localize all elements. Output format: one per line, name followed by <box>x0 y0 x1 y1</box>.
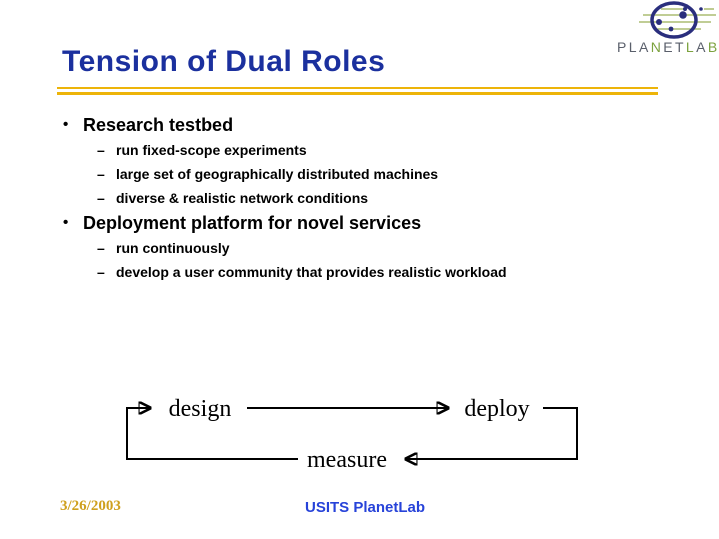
sub-bullet-text: develop a user community that provides r… <box>116 264 507 280</box>
slide-body: • Research testbed – run fixed-scope exp… <box>57 112 672 284</box>
wordmark-letter: A <box>638 39 651 55</box>
wordmark-letter: L <box>685 39 697 55</box>
dash-glyph: – <box>97 142 105 158</box>
dash-glyph: – <box>97 264 105 280</box>
logo-ellipse <box>650 1 698 39</box>
sub-bullet-item: – run fixed-scope experiments <box>57 138 672 162</box>
wordmark-letter: L <box>628 39 639 55</box>
logo-node-dots <box>656 7 703 32</box>
bullet-text: Deployment platform for novel services <box>83 213 422 233</box>
page-title: Tension of Dual Roles <box>62 45 386 78</box>
sub-bullet-item: – run continuously <box>57 236 672 260</box>
planetlab-globe-icon <box>639 1 716 39</box>
wordmark-letter: N <box>650 39 664 55</box>
bullet-text: Research testbed <box>83 115 234 135</box>
wordmark-letter: E <box>663 39 675 55</box>
arrow-measure-to-design <box>126 408 298 460</box>
planetlab-logo: PLANETLAB <box>615 1 719 55</box>
dash-glyph: – <box>97 166 105 182</box>
dash-glyph: – <box>97 190 105 206</box>
sub-bullet-item: – large set of geographically distribute… <box>57 162 672 186</box>
sub-bullet-text: diverse & realistic network conditions <box>116 190 369 206</box>
sub-bullet-text: run continuously <box>116 240 230 256</box>
bullet-glyph: • <box>63 214 69 231</box>
diagram-node-measure: measure <box>307 447 387 473</box>
wordmark-letter: P <box>617 39 629 55</box>
dash-glyph: – <box>97 240 105 256</box>
sub-bullet-text: large set of geographically distributed … <box>116 166 439 182</box>
sub-bullet-text: run fixed-scope experiments <box>116 142 307 158</box>
bullet-glyph: • <box>63 116 69 133</box>
diagram-node-design: design <box>169 396 232 422</box>
planetlab-wordmark: PLANETLAB <box>615 39 719 55</box>
slide-date: 3/26/2003 <box>60 498 121 514</box>
bullet-item: • Deployment platform for novel services <box>57 210 672 236</box>
bullet-item: • Research testbed <box>57 112 672 138</box>
sub-bullet-item: – develop a user community that provides… <box>57 260 672 284</box>
wordmark-letter: A <box>696 39 708 55</box>
title-divider <box>57 87 658 95</box>
slide-footer-title: USITS PlanetLab <box>305 499 426 516</box>
sub-bullet-item: – diverse & realistic network conditions <box>57 186 672 210</box>
arrow-deploy-to-measure <box>406 407 578 459</box>
wordmark-letter: B <box>707 39 719 55</box>
wordmark-letter: T <box>674 39 686 55</box>
diagram-node-deploy: deploy <box>464 396 529 422</box>
